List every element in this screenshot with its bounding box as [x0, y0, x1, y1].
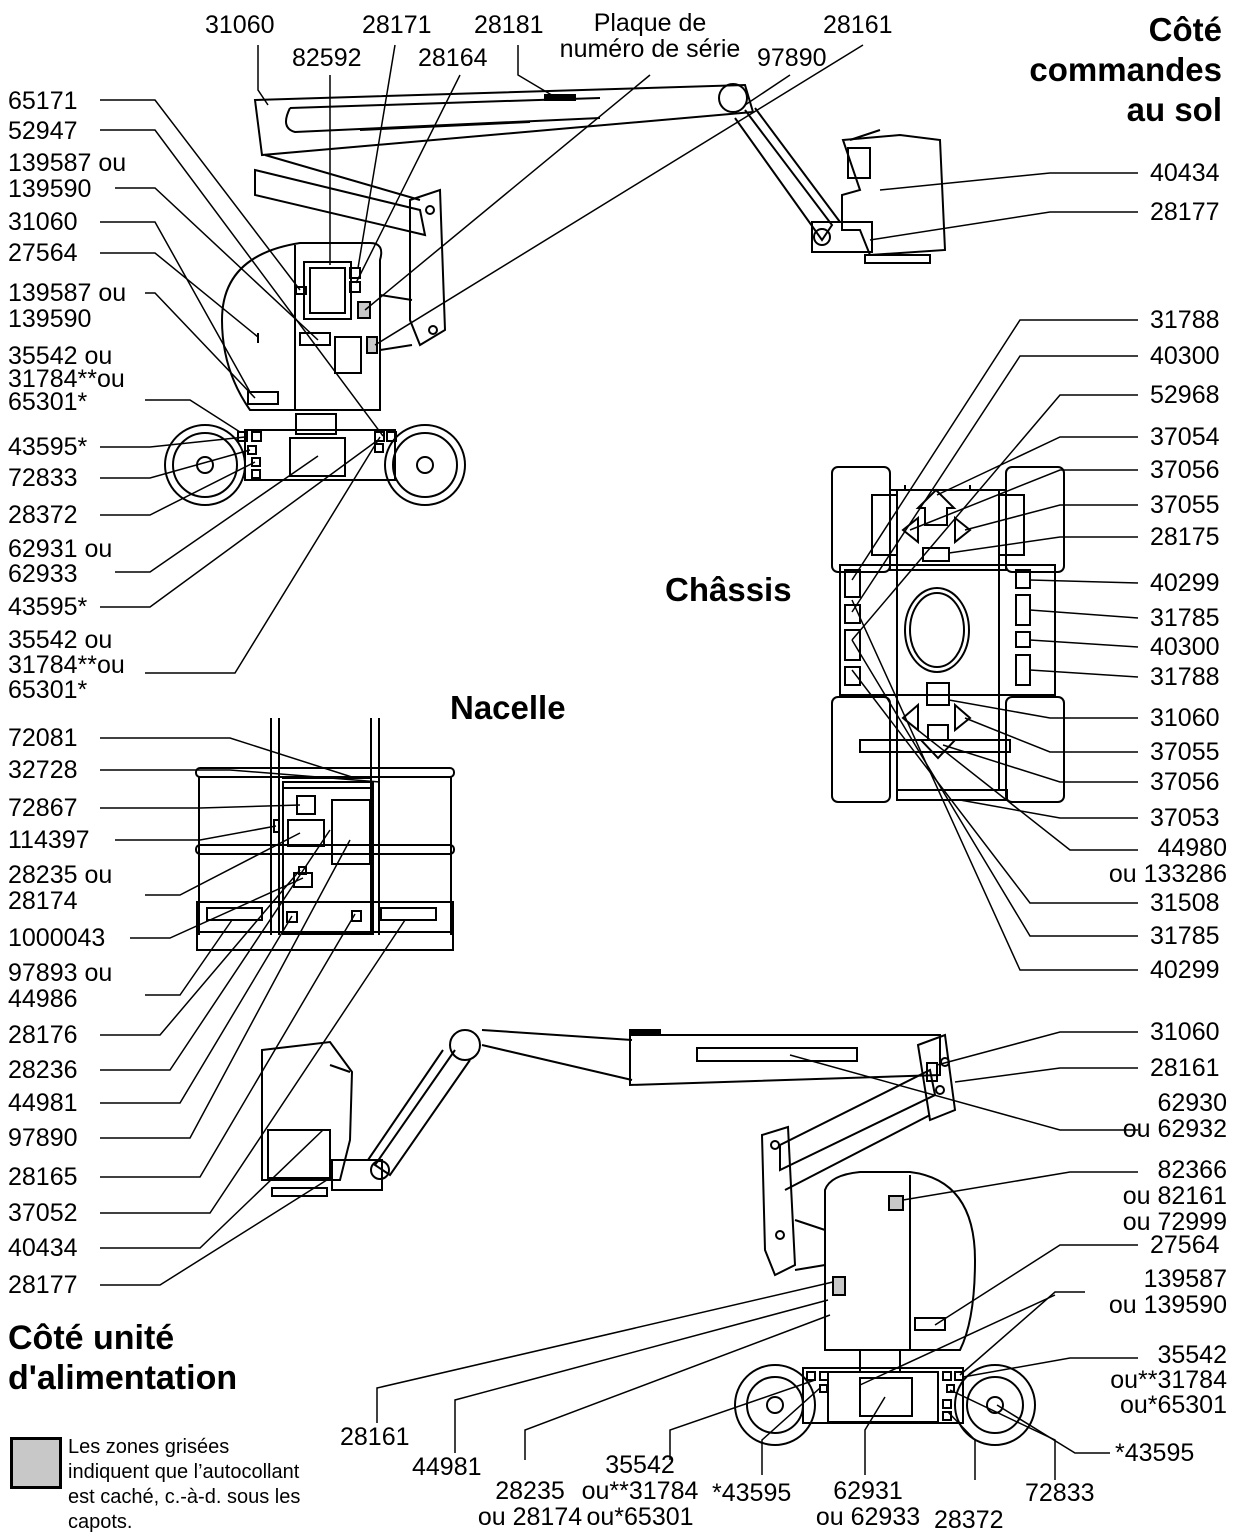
callout-label: 62931 ou 62933	[8, 535, 113, 588]
callout-label: 27564	[1150, 1231, 1220, 1259]
callout-label: 37056	[1150, 456, 1220, 484]
callout-label: 43595*	[8, 433, 88, 461]
title-ground-controls-side: Côté commandes au sol	[1029, 11, 1222, 128]
leader-lines	[100, 44, 1139, 1480]
callout-label: 37053	[1150, 804, 1220, 832]
title-power-unit-side: Côté unité d'alimentation	[8, 1319, 238, 1397]
callout-label: 62930 ou 62932	[1122, 1089, 1227, 1143]
callout-label: 44980 ou 133286	[1108, 834, 1227, 888]
callout-label: 40300	[1150, 633, 1220, 661]
callout-label: 31788	[1150, 306, 1220, 334]
callout-label: 37054	[1150, 423, 1220, 451]
callout-label: 139587 ou 139590	[8, 149, 127, 203]
callout-label: 28177	[1150, 198, 1220, 226]
callout-label: 139587 ou 139590	[1108, 1265, 1227, 1319]
callout-label: 40300	[1150, 342, 1220, 370]
callout-label: *43595	[712, 1479, 792, 1507]
callout-label: 52968	[1150, 381, 1220, 409]
callout-label: 97893 ou 44986	[8, 959, 113, 1013]
callout-label: 82592	[292, 44, 362, 72]
callout-label: 31788	[1150, 663, 1220, 691]
callout-label: 28235 ou 28174	[8, 861, 113, 915]
callout-label: 44981	[8, 1089, 78, 1117]
callout-label: 43595*	[8, 593, 88, 621]
callout-label: 35542 ou**31784 ou*65301	[1110, 1341, 1227, 1419]
callout-label: 28372	[934, 1506, 1004, 1534]
callout-label: 28235 ou 28174	[477, 1477, 583, 1531]
callout-label: 35542 ou**31784 ou*65301	[581, 1451, 699, 1531]
callout-label: 37052	[8, 1199, 78, 1227]
callout-label: 1000043	[8, 924, 106, 952]
callout-label: 40299	[1150, 956, 1220, 984]
callout-label: 72833	[1025, 1479, 1095, 1507]
callout-label: 28372	[8, 501, 78, 529]
callout-label: 40434	[8, 1234, 78, 1262]
callout-label: 28165	[8, 1163, 78, 1191]
callout-label: 28161	[1150, 1054, 1220, 1082]
callout-label: 31785	[1150, 922, 1220, 950]
callout-label: *43595	[1115, 1439, 1195, 1467]
callout-label: 35542 ou 31784**ou 65301*	[8, 626, 125, 704]
callout-label: 40434	[1150, 159, 1220, 187]
callout-label: 52947	[8, 117, 78, 145]
callout-label: 72867	[8, 794, 78, 822]
callout-label: 28171	[362, 11, 432, 39]
callout-label: 82366 ou 82161 ou 72999	[1122, 1156, 1227, 1236]
callout-label: 31060	[8, 208, 78, 236]
callout-label: 44981	[412, 1453, 482, 1481]
title-platform: Nacelle	[450, 689, 566, 726]
callout-label: 35542 ou 31784**ou 65301*	[8, 342, 125, 416]
callout-label: 37056	[1150, 768, 1220, 796]
callout-label: 72081	[8, 724, 78, 752]
callout-label: 114397	[8, 826, 90, 854]
callout-label: 40299	[1150, 569, 1220, 597]
callout-label: 28161	[823, 11, 893, 39]
callout-label: 31060	[205, 11, 275, 39]
callout-label: 31785	[1150, 604, 1220, 632]
callout-label: 32728	[8, 756, 78, 784]
callout-label: 65171	[8, 87, 78, 115]
legend-note: Les zones grisées indiquent que l’autoco…	[68, 1436, 301, 1533]
callout-label: 31060	[1150, 704, 1220, 732]
title-chassis: Châssis	[665, 571, 792, 608]
callout-label: 97890	[757, 44, 827, 72]
callout-label: 28175	[1150, 523, 1220, 551]
ground-side-machine-drawing	[164, 83, 947, 506]
callout-label: 28164	[418, 44, 488, 72]
callout-label: 37055	[1150, 491, 1220, 519]
callout-label: 37055	[1150, 738, 1220, 766]
callout-label: 31508	[1150, 889, 1220, 917]
chassis-top-view-drawing	[831, 466, 1065, 803]
power-side-machine-drawing	[261, 1029, 1036, 1446]
hidden-decal-swatch	[10, 1437, 62, 1489]
callout-label: 28176	[8, 1021, 78, 1049]
callout-label: 72833	[8, 464, 78, 492]
callout-label: 27564	[8, 239, 78, 267]
callout-label: 28181	[474, 11, 544, 39]
callout-label: 28236	[8, 1056, 78, 1084]
serial-plate-label: Plaque de numéro de série	[559, 9, 741, 63]
callout-label: 97890	[8, 1124, 78, 1152]
callout-label: 31060	[1150, 1018, 1220, 1046]
callout-label: 28161	[340, 1423, 410, 1451]
callout-label: 62931 ou 62933	[815, 1477, 921, 1531]
callout-label: 28177	[8, 1271, 78, 1299]
callout-label: 139587 ou 139590	[8, 279, 127, 333]
